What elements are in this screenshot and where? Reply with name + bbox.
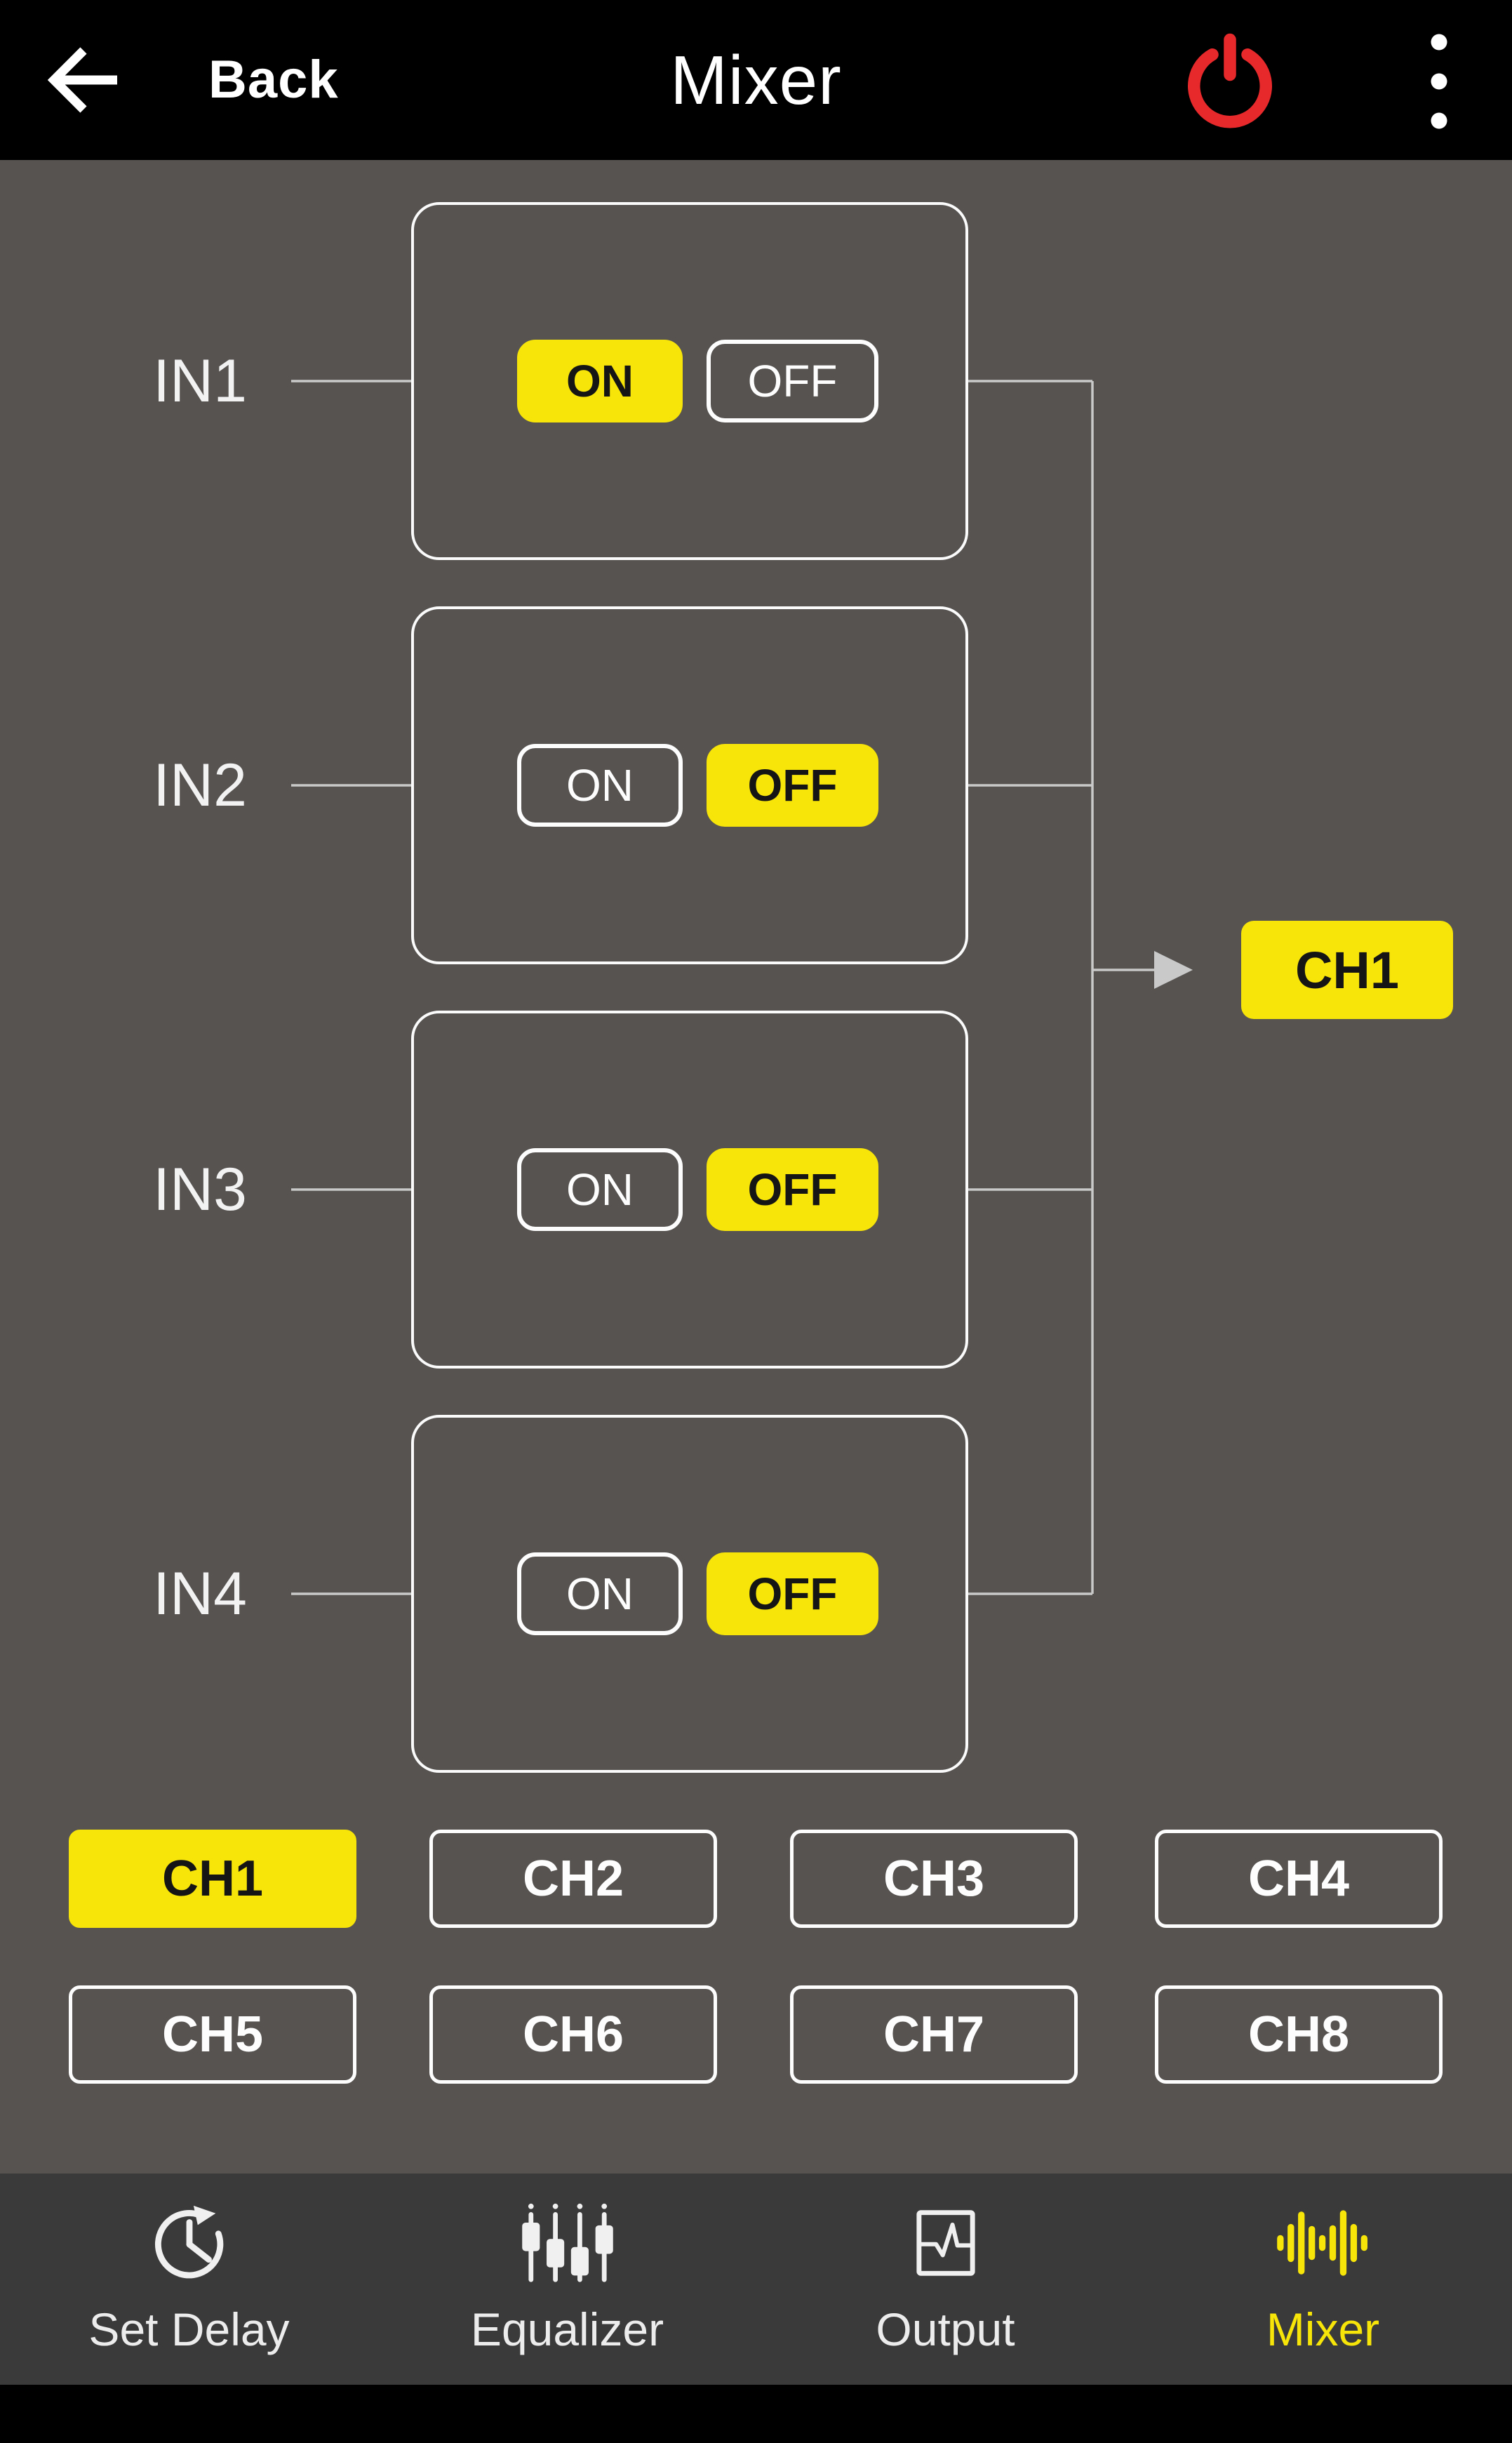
channel-button-ch7[interactable]: CH7 bbox=[790, 1985, 1078, 2084]
kebab-menu-button[interactable] bbox=[1386, 18, 1484, 144]
back-button[interactable] bbox=[28, 28, 133, 133]
in2-on-button[interactable]: ON bbox=[517, 744, 683, 827]
system-bottom-bar bbox=[0, 2385, 1512, 2443]
in4-on-button[interactable]: ON bbox=[517, 1552, 683, 1635]
app-header: Back Mixer bbox=[0, 0, 1512, 160]
nav-item-output[interactable]: Output bbox=[756, 2174, 1135, 2385]
in3-off-button[interactable]: OFF bbox=[707, 1148, 878, 1231]
input-box-in1: ON OFF bbox=[411, 202, 968, 560]
output-pulse-icon bbox=[909, 2202, 982, 2284]
nav-item-set-delay[interactable]: Set Delay bbox=[0, 2174, 378, 2385]
arrow-head-icon bbox=[1154, 951, 1193, 989]
input-label-in4: IN4 bbox=[153, 1560, 247, 1627]
in2-off-button[interactable]: OFF bbox=[707, 744, 878, 827]
channel-button-ch8[interactable]: CH8 bbox=[1155, 1985, 1443, 2084]
kebab-menu-icon bbox=[1390, 34, 1488, 147]
input-label-in1: IN1 bbox=[153, 347, 247, 415]
input-box-in4: ON OFF bbox=[411, 1415, 968, 1773]
equalizer-sliders-icon bbox=[519, 2202, 617, 2284]
nav-label-set-delay: Set Delay bbox=[88, 2303, 290, 2355]
nav-item-equalizer[interactable]: Equalizer bbox=[378, 2174, 756, 2385]
nav-label-mixer: Mixer bbox=[1266, 2303, 1380, 2355]
input-label-in3: IN3 bbox=[153, 1156, 247, 1223]
channel-button-ch3[interactable]: CH3 bbox=[790, 1830, 1078, 1928]
back-arrow-icon bbox=[39, 46, 123, 124]
bottom-nav: Set Delay Equalizer bbox=[0, 2174, 1512, 2385]
channel-button-ch1[interactable]: CH1 bbox=[69, 1830, 356, 1928]
channel-button-ch5[interactable]: CH5 bbox=[69, 1985, 356, 2084]
channel-button-ch4[interactable]: CH4 bbox=[1155, 1830, 1443, 1928]
in3-on-button[interactable]: ON bbox=[517, 1148, 683, 1231]
output-channel-chip[interactable]: CH1 bbox=[1241, 921, 1453, 1019]
nav-label-output: Output bbox=[876, 2303, 1015, 2355]
input-label-in2: IN2 bbox=[153, 752, 247, 819]
input-box-in3: ON OFF bbox=[411, 1011, 968, 1369]
audio-waveform-icon bbox=[1273, 2202, 1374, 2284]
nav-item-mixer[interactable]: Mixer bbox=[1134, 2174, 1512, 2385]
power-button[interactable] bbox=[1173, 22, 1285, 139]
power-icon bbox=[1177, 33, 1283, 135]
channel-button-ch6[interactable]: CH6 bbox=[429, 1985, 717, 2084]
channel-button-ch2[interactable]: CH2 bbox=[429, 1830, 717, 1928]
in1-on-button[interactable]: ON bbox=[517, 340, 683, 422]
in1-off-button[interactable]: OFF bbox=[707, 340, 878, 422]
nav-label-equalizer: Equalizer bbox=[470, 2303, 664, 2355]
input-box-in2: ON OFF bbox=[411, 606, 968, 964]
in4-off-button[interactable]: OFF bbox=[707, 1552, 878, 1635]
clock-history-icon bbox=[148, 2202, 231, 2284]
back-label[interactable]: Back bbox=[208, 50, 339, 109]
